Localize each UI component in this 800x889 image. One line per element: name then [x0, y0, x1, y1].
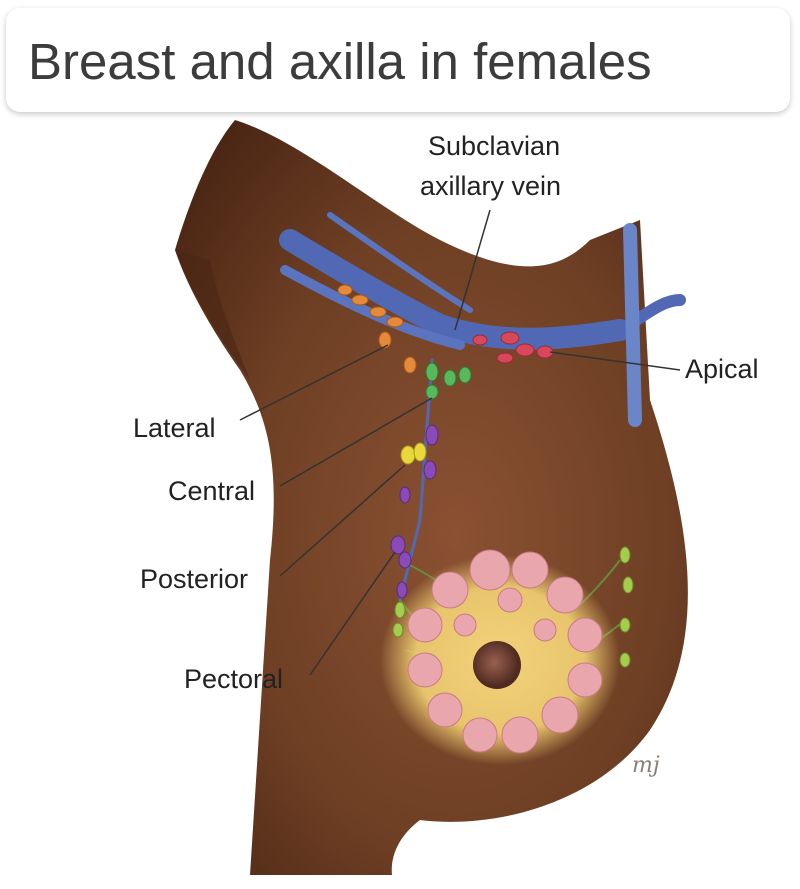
nipple: [473, 641, 521, 689]
arm-shadow: [175, 250, 250, 380]
pectoral-nodes: [390, 486, 412, 599]
label-central: Central: [168, 476, 255, 506]
label-pectoral: Pectoral: [184, 664, 283, 694]
page-title: Breast and axilla in females: [28, 33, 652, 90]
central-nodes: [425, 362, 472, 400]
breast-margin-nodes: [392, 546, 634, 668]
artist-signature: mj: [632, 753, 660, 778]
posterior-nodes: [400, 424, 439, 480]
label-posterior: Posterior: [140, 564, 248, 594]
label-lateral: Lateral: [133, 413, 216, 443]
apical-nodes: [472, 331, 554, 364]
label-subclavian-line2: axillary vein: [420, 171, 561, 201]
mammary-glands: [407, 549, 603, 754]
title-card: Breast and axilla in females: [6, 8, 790, 112]
leader-lines: [239, 209, 681, 676]
label-apical: Apical: [685, 354, 759, 384]
lateral-nodes: [337, 284, 417, 374]
label-subclavian-line1: Subclavian: [428, 131, 560, 161]
